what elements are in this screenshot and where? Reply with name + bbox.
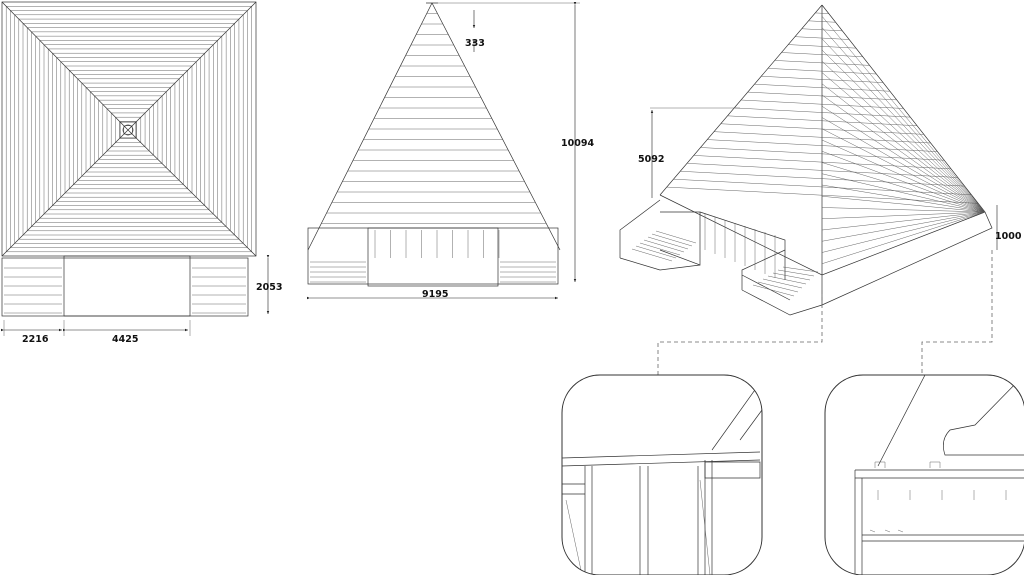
slat-line: [781, 52, 863, 57]
slat-line: [821, 83, 986, 213]
slat-line: [821, 211, 986, 264]
slat-line: [788, 44, 856, 49]
perspective-view: [619, 4, 993, 316]
slat-line: [821, 211, 986, 242]
slat-line: [774, 60, 870, 66]
detail-right: [824, 374, 1024, 575]
slat-line: [767, 275, 807, 285]
slat-line: [740, 99, 904, 109]
dim-2216: 2216: [22, 334, 49, 345]
slat-line: [747, 91, 897, 101]
dim-9195: 9195: [422, 289, 448, 300]
dim-333: 333: [465, 38, 485, 49]
slat-line: [754, 83, 890, 92]
slat-line: [821, 139, 986, 213]
leader-left: [657, 290, 823, 375]
slat-line: [821, 211, 986, 253]
perspective-dimensions: 5092 1000: [638, 107, 1022, 250]
slat-line: [777, 269, 815, 277]
slat-line: [808, 20, 836, 23]
slat-line: [821, 94, 986, 213]
slat-line: [639, 242, 681, 256]
slat-line: [757, 281, 799, 293]
slat-line: [713, 131, 931, 144]
dim-10094: 10094: [561, 138, 594, 149]
slat-line: [762, 278, 803, 289]
slat-line: [635, 245, 677, 259]
slat-line: [821, 162, 986, 213]
slat-line: [772, 272, 811, 281]
slat-line: [673, 178, 972, 195]
slat-line: [782, 266, 819, 273]
slat-line: [821, 27, 986, 213]
slat-line: [801, 28, 843, 32]
slat-line: [821, 72, 986, 213]
slat-line: [767, 68, 877, 75]
front-elevation: [307, 2, 561, 287]
slat-line: [727, 115, 918, 126]
slat-line: [666, 186, 979, 204]
slat-line: [680, 171, 965, 187]
slat-line: [647, 236, 689, 250]
slat-line: [651, 233, 693, 247]
slat-line: [821, 16, 986, 213]
slat-line: [815, 12, 829, 14]
slat-line: [821, 106, 986, 213]
dim-4425: 4425: [112, 334, 138, 345]
slat-line: [752, 284, 795, 297]
slat-line: [643, 239, 685, 253]
plan-view: [1, 1, 257, 317]
slat-line: [700, 147, 945, 161]
slat-line: [686, 163, 958, 178]
slat-line: [821, 207, 986, 213]
slat-line: [821, 196, 986, 213]
slat-line: [794, 36, 850, 40]
slat-line: [821, 117, 986, 213]
dim-1000: 1000: [995, 231, 1022, 242]
slat-line: [761, 76, 884, 83]
slat-line: [631, 248, 673, 262]
slat-line: [821, 184, 986, 213]
slat-line: [821, 211, 986, 231]
slat-line: [821, 38, 986, 213]
front-dimensions: 10094 333 9195: [307, 2, 594, 300]
plan-dimensions: 2053 2216 4425: [1, 255, 282, 345]
slat-line: [734, 107, 911, 118]
slat-line: [821, 128, 986, 213]
slat-line: [693, 155, 952, 170]
slat-line: [655, 230, 697, 244]
slat-line: [821, 61, 986, 213]
slat-line: [821, 211, 986, 219]
detail-left: [561, 374, 763, 575]
slat-line: [821, 151, 986, 213]
slat-line: [720, 123, 924, 135]
slat-line: [707, 139, 938, 152]
slat-line: [821, 49, 986, 213]
dim-2053: 2053: [256, 282, 282, 293]
dim-5092: 5092: [638, 154, 664, 165]
leader-right: [921, 250, 993, 375]
